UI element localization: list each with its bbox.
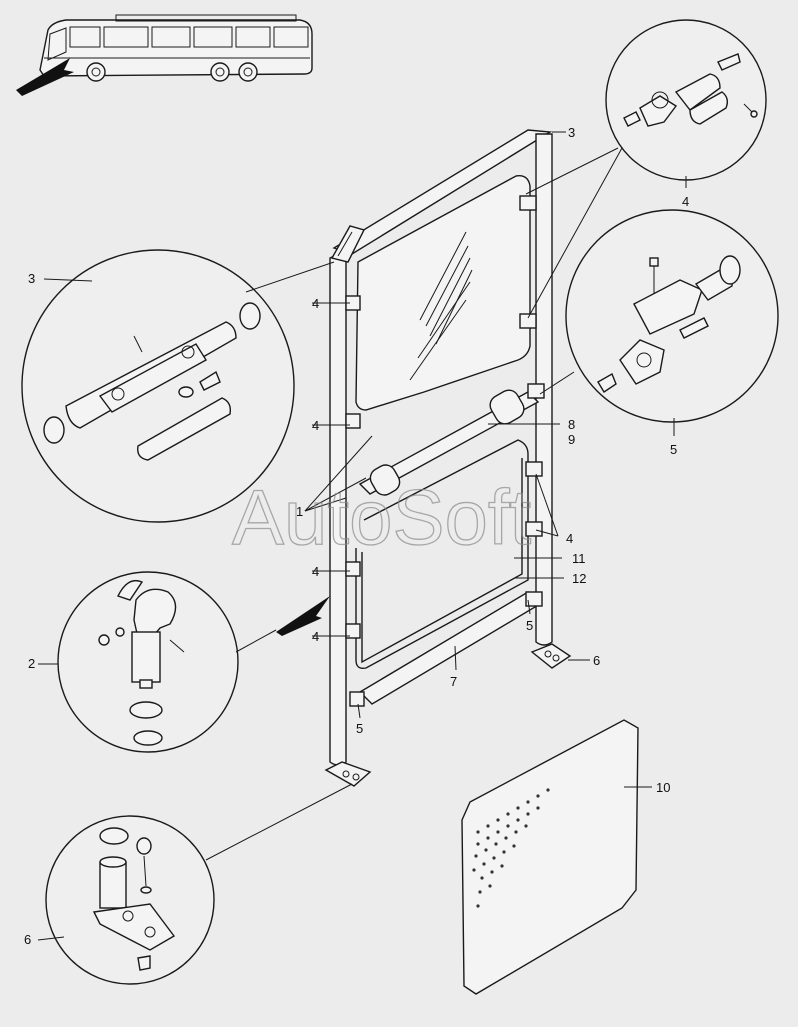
- callout-3-frame: 3: [568, 125, 575, 140]
- callout-2: 2: [28, 656, 35, 671]
- callout-4-d: 4: [312, 629, 319, 644]
- callout-5-detail: 5: [670, 442, 677, 457]
- callout-12: 12: [572, 571, 586, 586]
- callout-3-detail: 3: [28, 271, 35, 286]
- callout-4-a: 4: [312, 296, 319, 311]
- detail-circle-5: [565, 209, 779, 423]
- callout-4-e: 4: [566, 531, 573, 546]
- perforated-panel: [461, 719, 639, 995]
- detail-circle-6: [45, 815, 215, 985]
- callout-9: 9: [568, 432, 575, 447]
- callout-4-c: 4: [312, 564, 319, 579]
- detail-circle-2: [57, 571, 239, 753]
- detail-circle-4: [605, 19, 767, 181]
- detail-circle-3: [21, 249, 295, 523]
- callout-11: 11: [572, 551, 586, 566]
- main-frame: [324, 129, 572, 787]
- pointer-arrow: [276, 596, 330, 636]
- callout-10: 10: [656, 780, 670, 795]
- callout-1: 1: [296, 504, 303, 519]
- callout-8: 8: [568, 417, 575, 432]
- callout-6-detail: 6: [24, 932, 31, 947]
- callout-7: 7: [450, 674, 457, 689]
- callout-4-detail: 4: [682, 194, 689, 209]
- watermark: AutoSoft: [232, 473, 532, 561]
- direction-arrow-icon: [16, 58, 74, 96]
- callout-6-foot: 6: [593, 653, 600, 668]
- callout-5-bottom: 5: [356, 721, 363, 736]
- leader-lines: [37, 131, 687, 941]
- bus-icon: [39, 14, 313, 82]
- callout-5-right: 5: [526, 618, 533, 633]
- callout-4-b: 4: [312, 418, 319, 433]
